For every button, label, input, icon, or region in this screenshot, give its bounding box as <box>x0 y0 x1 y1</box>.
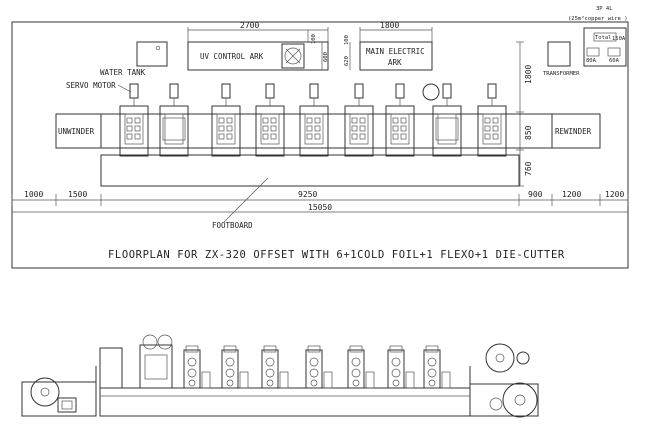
unwinder-label: UNWINDER <box>58 127 95 136</box>
print-unit-plan <box>344 83 374 157</box>
dim-seg-1200b: 1200 <box>605 190 624 199</box>
print-unit-side <box>261 345 289 389</box>
dim-seg-1000: 1000 <box>24 190 43 199</box>
unwinder <box>55 113 102 149</box>
unwind-roll <box>30 377 60 407</box>
dim-right-vertical-mid: 850 <box>524 125 533 140</box>
print-unit-side <box>221 345 249 389</box>
dim-seg-9250: 9250 <box>298 190 317 199</box>
dim-main-ark-depth-b: 620 <box>344 56 350 66</box>
print-unit-plan <box>432 83 462 157</box>
main-electric-ark-label-1: MAIN ELECTRIC <box>366 47 425 56</box>
dim-seg-1500: 1500 <box>68 190 87 199</box>
print-unit-side <box>305 345 333 389</box>
main-electric-ark-label-2: ARK <box>388 58 402 67</box>
uv-control-ark <box>187 41 329 71</box>
rewind-roll <box>502 382 538 418</box>
dim-main-ark-depth-a: 100 <box>344 35 350 45</box>
plan-round-motor <box>422 83 440 101</box>
print-unit-plan <box>211 83 241 157</box>
transformer <box>547 41 571 67</box>
dim-total: 15050 <box>308 203 332 212</box>
power-note-line2: (25m²copper wire ) <box>568 15 628 22</box>
dim-top-width: 2700 <box>240 21 259 30</box>
room-outline <box>11 21 629 269</box>
uv-ark-fan <box>281 43 305 69</box>
dim-uv-ark-depth-b: 600 <box>323 52 329 62</box>
panel-breaker-2: 60A <box>609 58 620 64</box>
rewind-roll-top <box>485 343 515 373</box>
print-unit-plan <box>477 83 507 157</box>
power-note-line1: 3P 4L <box>596 6 613 12</box>
dim-right-vertical-low: 760 <box>524 161 533 176</box>
panel-total-label: Total <box>595 35 612 41</box>
print-units-plan <box>119 83 507 157</box>
transformer-label: TRANSFORMER <box>543 71 580 77</box>
uv-control-ark-label: UV CONTROL ARK <box>200 52 264 61</box>
side-elevation-view <box>21 334 539 418</box>
plan-view: 2700 UV CONTROL ARK 100 600 1800 MAIN EL… <box>11 6 629 269</box>
main-electric-ark <box>359 41 433 71</box>
servo-motor-label: SERVO MOTOR <box>66 81 116 90</box>
print-unit-plan <box>255 83 285 157</box>
print-unit-side <box>423 345 451 389</box>
water-tank-label: WATER TANK <box>100 68 146 77</box>
footboard-label: FOOTBOARD <box>212 221 253 230</box>
electric-panel <box>583 27 627 67</box>
dim-seg-900: 900 <box>528 190 543 199</box>
dim-uv-ark-depth-a: 100 <box>311 34 317 44</box>
panel-breaker-1: 80A <box>586 58 597 64</box>
print-unit-plan <box>385 83 415 157</box>
dim-seg-1200a: 1200 <box>562 190 581 199</box>
print-unit-plan <box>159 83 189 157</box>
water-tank <box>136 41 168 67</box>
dim-right-vertical-top: 1800 <box>524 65 533 84</box>
rewinder <box>551 113 601 149</box>
print-unit-side <box>347 345 375 389</box>
footboard <box>100 154 520 187</box>
print-unit-plan <box>119 83 149 157</box>
floorplan-title: FLOORPLAN FOR ZX-320 OFFSET WITH 6+1COLD… <box>108 249 565 261</box>
rewinder-label: REWINDER <box>555 127 592 136</box>
print-unit-side <box>183 345 211 389</box>
print-unit-plan <box>299 83 329 157</box>
panel-total-amp: 150A <box>612 36 626 42</box>
print-unit-side <box>387 345 415 389</box>
side-rewinder <box>469 383 539 417</box>
machine-base <box>99 387 471 417</box>
dim-main-ark-width: 1800 <box>380 21 399 30</box>
